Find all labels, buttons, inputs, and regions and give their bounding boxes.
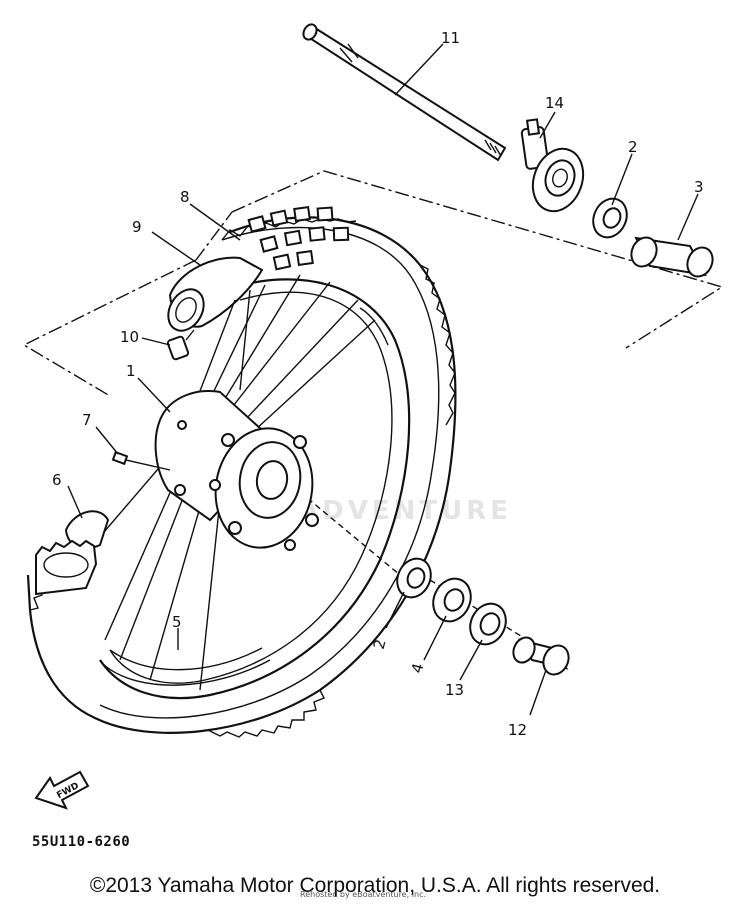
- rim-band: [103, 647, 271, 686]
- fwd-arrow-icon: FWD: [34, 770, 90, 810]
- callout-11: 11: [441, 29, 460, 47]
- callout-9: 9: [132, 218, 142, 236]
- callout-2-upper: 2: [628, 138, 638, 156]
- callout-10: 10: [120, 328, 139, 346]
- callout-8: 8: [180, 188, 190, 206]
- spoke-nipple: [111, 450, 171, 471]
- collar: [469, 602, 507, 646]
- leader-lines: [67, 43, 699, 716]
- rim-lock: [35, 510, 110, 596]
- callout-1: 1: [126, 362, 136, 380]
- callouts: 11 14 2 3 8 9 10 1 7 6 5 2 4 13 12: [52, 29, 704, 739]
- axle: [302, 23, 507, 162]
- spacer: [630, 236, 714, 278]
- rehost-note: Rehosted by eBoatventure, Inc.: [300, 890, 427, 899]
- callout-13: 13: [445, 681, 464, 699]
- meter-gear-unit: [520, 118, 585, 213]
- tire: [26, 205, 457, 738]
- rim: [99, 278, 411, 700]
- copyright-notice: ©2013 Yamaha Motor Corporation, U.S.A. A…: [89, 874, 661, 897]
- callout-14: 14: [545, 94, 564, 112]
- watermark-text: ADVENTURE: [298, 496, 512, 526]
- hub: [154, 390, 319, 551]
- oil-seal: [432, 577, 472, 623]
- callout-4: 4: [408, 661, 428, 675]
- axle-collar: [512, 636, 570, 676]
- bearing-upper: [592, 197, 628, 239]
- tire-tread: [29, 218, 456, 738]
- callout-3: 3: [694, 178, 704, 196]
- callout-5: 5: [172, 613, 182, 631]
- spokes: [79, 274, 376, 691]
- callout-6: 6: [52, 471, 62, 489]
- callout-2-lower: 2: [370, 637, 390, 651]
- callout-12: 12: [508, 721, 527, 739]
- diagram-code: 55U110-6260: [32, 834, 131, 850]
- tread-pattern: [247, 205, 350, 271]
- tube: [167, 256, 264, 332]
- callout-7: 7: [82, 411, 92, 429]
- tube-valve: [166, 329, 195, 361]
- bearing-lower: [396, 557, 432, 599]
